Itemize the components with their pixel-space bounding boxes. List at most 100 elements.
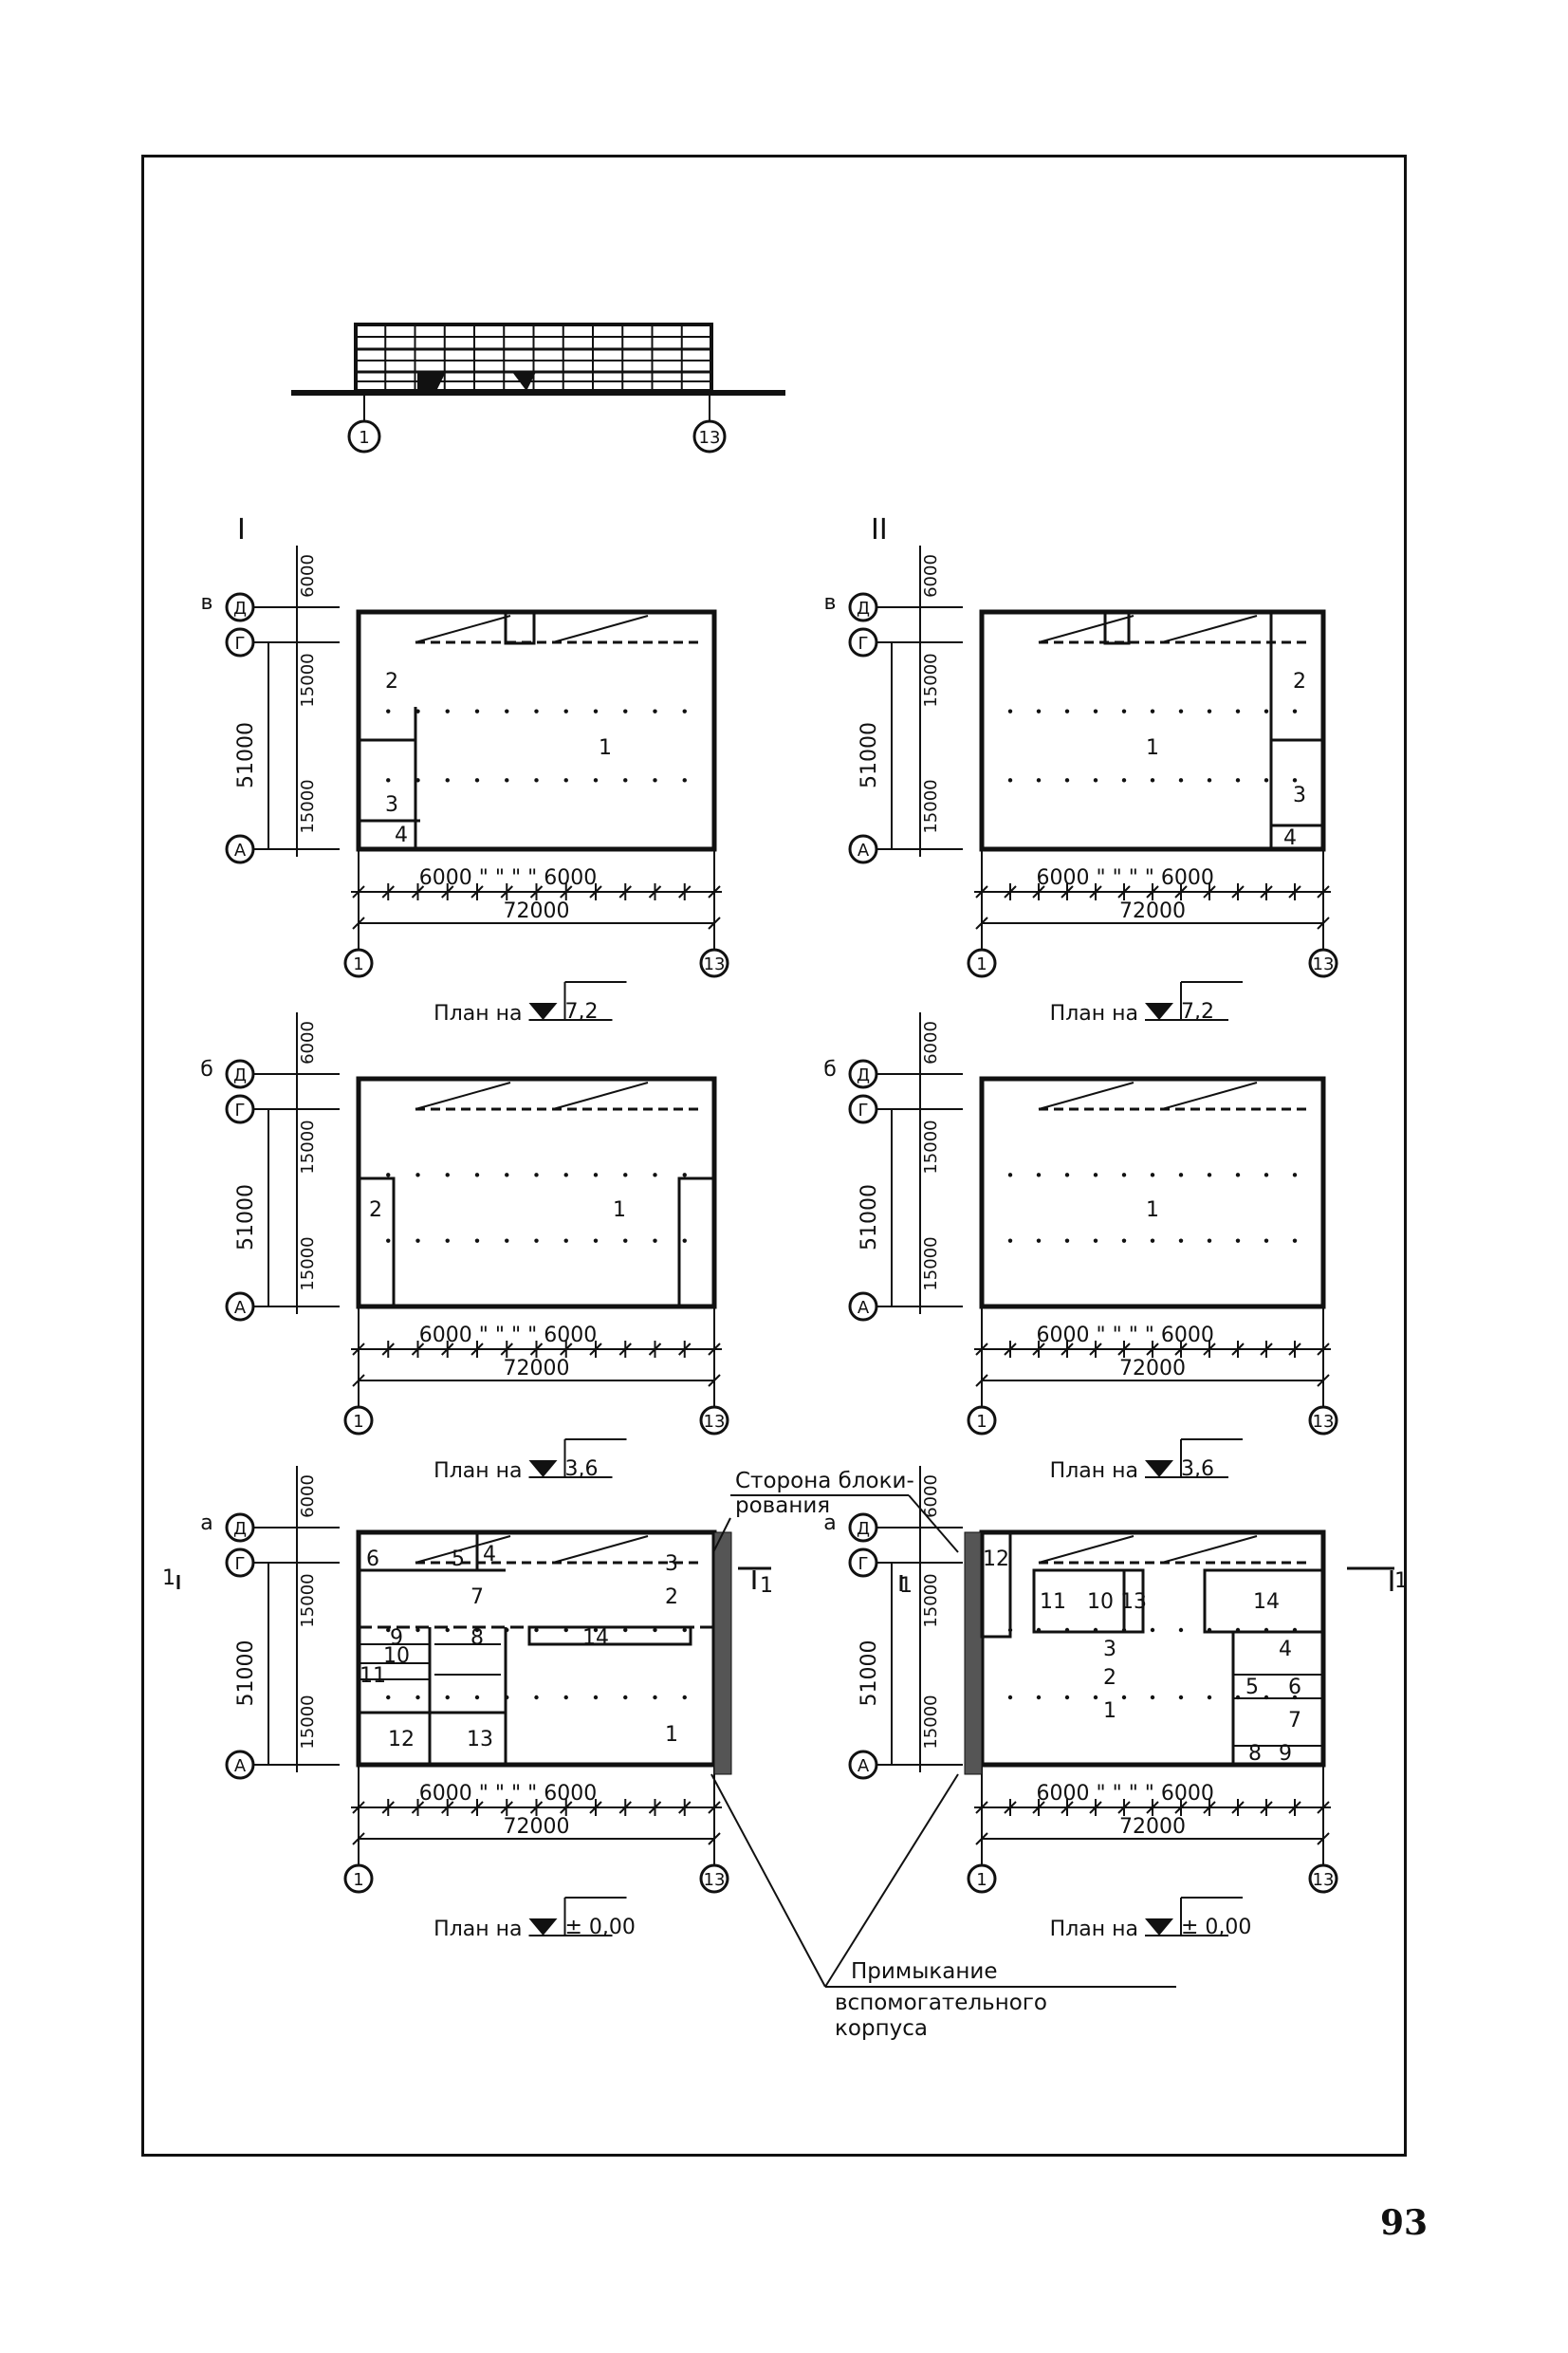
dim-total-width: 72000	[504, 899, 570, 923]
room-10: 10	[1087, 1590, 1114, 1614]
room-8: 8	[470, 1626, 484, 1650]
plan-letter: б	[200, 1058, 213, 1082]
room-2: 2	[1293, 670, 1306, 694]
dim-spans: 6000 " " " " 6000	[419, 1782, 597, 1806]
plan-level: ± 0,00	[1181, 1916, 1251, 1939]
room-2: 2	[369, 1198, 382, 1222]
dim-spans: 6000 " " " " 6000	[1036, 1782, 1213, 1806]
plan-level: 3,6	[565, 1457, 599, 1481]
axis-marker-col-1-label: 1	[976, 1870, 987, 1890]
blocking-side-line1: Сторона блоки-	[735, 1469, 914, 1493]
axis-marker-col-1	[967, 1863, 997, 1894]
axis-marker-col-13	[699, 948, 729, 978]
dim-low: 15000	[298, 1236, 318, 1290]
room-1: 1	[613, 1198, 626, 1222]
axis-marker-row-G-label: Г	[235, 1101, 246, 1121]
plan-letter: а	[823, 1511, 836, 1535]
dim-top: 6000	[921, 1021, 941, 1065]
column-heading-I: I	[237, 513, 246, 547]
room-13: 13	[467, 1728, 493, 1751]
adjoining-line2: вспомогательного	[835, 1991, 1047, 2015]
room-4: 4	[483, 1543, 496, 1566]
dim-total-height: 51000	[234, 1640, 258, 1707]
axis-label-13: 13	[699, 428, 721, 448]
room-5: 5	[452, 1547, 465, 1571]
room-1: 1	[665, 1723, 678, 1747]
axis-marker-row-G-label: Г	[858, 1554, 869, 1574]
axis-marker-row-D-label: Д	[857, 1065, 870, 1085]
room-8: 8	[1248, 1742, 1262, 1766]
axis-marker-col-13	[699, 1405, 729, 1436]
axis-marker-col-13-label: 13	[704, 1870, 726, 1890]
dim-top: 6000	[921, 554, 941, 598]
axis-marker-col-13-label: 13	[1313, 1412, 1335, 1432]
outer-wall	[356, 609, 717, 852]
dim-mid: 15000	[298, 653, 318, 707]
axis-marker-col-13-label: 13	[704, 954, 726, 974]
axis-marker-col-1	[343, 1863, 374, 1894]
blocking-side-line2: рования	[735, 1493, 830, 1518]
dim-mid: 15000	[298, 1120, 318, 1174]
axis-marker-row-D-label: Д	[233, 599, 247, 619]
room-2: 2	[1103, 1666, 1116, 1690]
plan-level: 3,6	[1181, 1457, 1214, 1481]
outer-wall	[979, 1076, 1326, 1309]
room-12: 12	[983, 1547, 1009, 1571]
plan-letter: в	[201, 591, 213, 615]
room-3: 3	[665, 1552, 678, 1576]
plan-letter: а	[200, 1511, 212, 1535]
axis-marker-row-G-label: Г	[858, 634, 869, 654]
room-4: 4	[1279, 1638, 1292, 1661]
dim-spans: 6000 " " " " 6000	[419, 1324, 597, 1347]
room-10: 10	[383, 1644, 410, 1668]
axis-marker-row-A-label: А	[234, 1298, 247, 1318]
plan-caption-prefix: План на	[1050, 1459, 1138, 1483]
dim-low: 15000	[298, 1695, 318, 1749]
dim-low: 15000	[921, 1695, 941, 1749]
axis-marker-row-A-label: А	[234, 841, 247, 861]
room-3: 3	[1293, 784, 1306, 807]
dim-total-width: 72000	[504, 1815, 570, 1839]
section-mark-right: 1	[760, 1574, 773, 1598]
axis-label-1: 1	[359, 428, 369, 448]
dim-low: 15000	[921, 779, 941, 833]
axis-marker-row-A-label: А	[858, 841, 870, 861]
axis-marker-row-G-label: Г	[235, 1554, 246, 1574]
axis-marker-col-1-label: 1	[976, 1412, 987, 1432]
dim-top: 6000	[298, 554, 318, 598]
dim-total-width: 72000	[1119, 899, 1186, 923]
axis-marker-row-D-label: Д	[857, 1519, 870, 1539]
axis-marker-col-1	[343, 1405, 374, 1436]
room-1: 1	[599, 736, 612, 760]
room-13: 13	[1120, 1590, 1147, 1614]
dim-mid: 15000	[921, 1573, 941, 1627]
dim-total-height: 51000	[858, 722, 881, 788]
axis-marker-col-1	[967, 948, 997, 978]
axis-marker-row-D-label: Д	[857, 599, 870, 619]
axis-marker-row-G-label: Г	[858, 1101, 869, 1121]
dim-mid: 15000	[921, 653, 941, 707]
room-14: 14	[582, 1626, 609, 1650]
plan-caption-prefix: План на	[434, 1002, 522, 1026]
blocking-side-annotation: Сторона блоки- рования	[712, 1469, 959, 1553]
adjoining-line1: Примыкание	[851, 1959, 997, 1984]
axis-marker-row-D-label: Д	[233, 1519, 247, 1539]
axis-marker-col-1-label: 1	[353, 954, 363, 974]
room-14: 14	[1253, 1590, 1280, 1614]
room-2: 2	[665, 1585, 678, 1609]
column-heading-II: II	[871, 513, 888, 547]
page-number: 93	[1380, 2203, 1429, 2243]
axis-marker-row-D-label: Д	[233, 1065, 247, 1085]
dim-total-height: 51000	[234, 1184, 258, 1251]
room-11: 11	[360, 1664, 386, 1688]
room-6: 6	[366, 1547, 379, 1571]
axis-marker-col-13	[1308, 1405, 1338, 1436]
adjoining-line3: корпуса	[835, 2016, 928, 2041]
axis-marker-13	[692, 419, 727, 454]
plan-caption-prefix: План на	[1050, 1002, 1138, 1026]
